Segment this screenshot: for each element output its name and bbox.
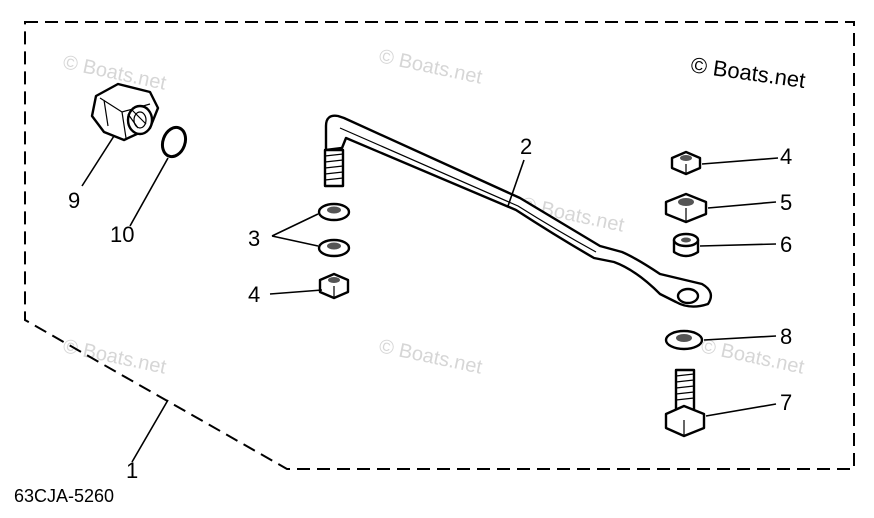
callout-10: 10 (110, 222, 134, 247)
copyright-text: © Boats.net (689, 52, 807, 93)
washer-part-3 (317, 202, 351, 258)
callout-3: 3 (248, 226, 260, 251)
callout-1: 1 (126, 458, 138, 483)
diagram-code: 63CJA-5260 (14, 486, 114, 506)
leader-lines (81, 135, 779, 463)
watermark: © Boats.net (61, 335, 169, 378)
hex-nut-part-5 (664, 192, 708, 224)
callout-4-top: 4 (780, 144, 792, 169)
bolt-part-7 (664, 368, 706, 438)
watermark: © Boats.net (377, 335, 485, 378)
bushing-part-9 (90, 82, 160, 142)
kit-boundary (24, 21, 855, 470)
callout-8: 8 (780, 324, 792, 349)
callout-5: 5 (780, 190, 792, 215)
callout-4-left: 4 (248, 282, 260, 307)
washer-part-8 (664, 329, 704, 351)
nut-part-4-left (318, 272, 350, 300)
callout-7: 7 (780, 390, 792, 415)
callout-6: 6 (780, 232, 792, 257)
callout-2: 2 (520, 134, 532, 159)
watermark: © Boats.net (377, 45, 485, 88)
callout-9: 9 (68, 188, 80, 213)
nut-part-4-top (670, 150, 702, 176)
collar-part-6 (672, 232, 700, 258)
link-rod-part-2 (323, 114, 713, 308)
o-ring-part-10 (160, 125, 188, 159)
